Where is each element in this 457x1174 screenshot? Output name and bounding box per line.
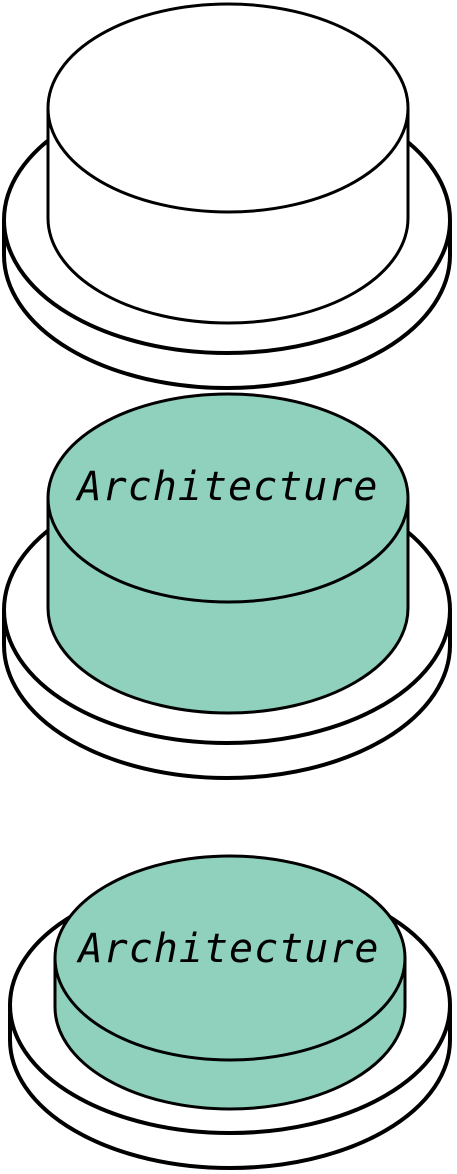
cap-top (53, 854, 407, 1062)
button-hover[interactable]: Architecture (2, 392, 452, 780)
button-pressed-label: Architecture (76, 926, 380, 972)
button-hover-cap (46, 392, 410, 715)
cap-top (46, 392, 410, 604)
button-pressed-cap (53, 854, 407, 1111)
button-hover-label: Architecture (75, 464, 379, 510)
cap-top (46, 2, 410, 214)
button-default-cap (46, 2, 410, 325)
button-default[interactable] (2, 2, 452, 390)
button-pressed[interactable]: Architecture (8, 854, 452, 1170)
